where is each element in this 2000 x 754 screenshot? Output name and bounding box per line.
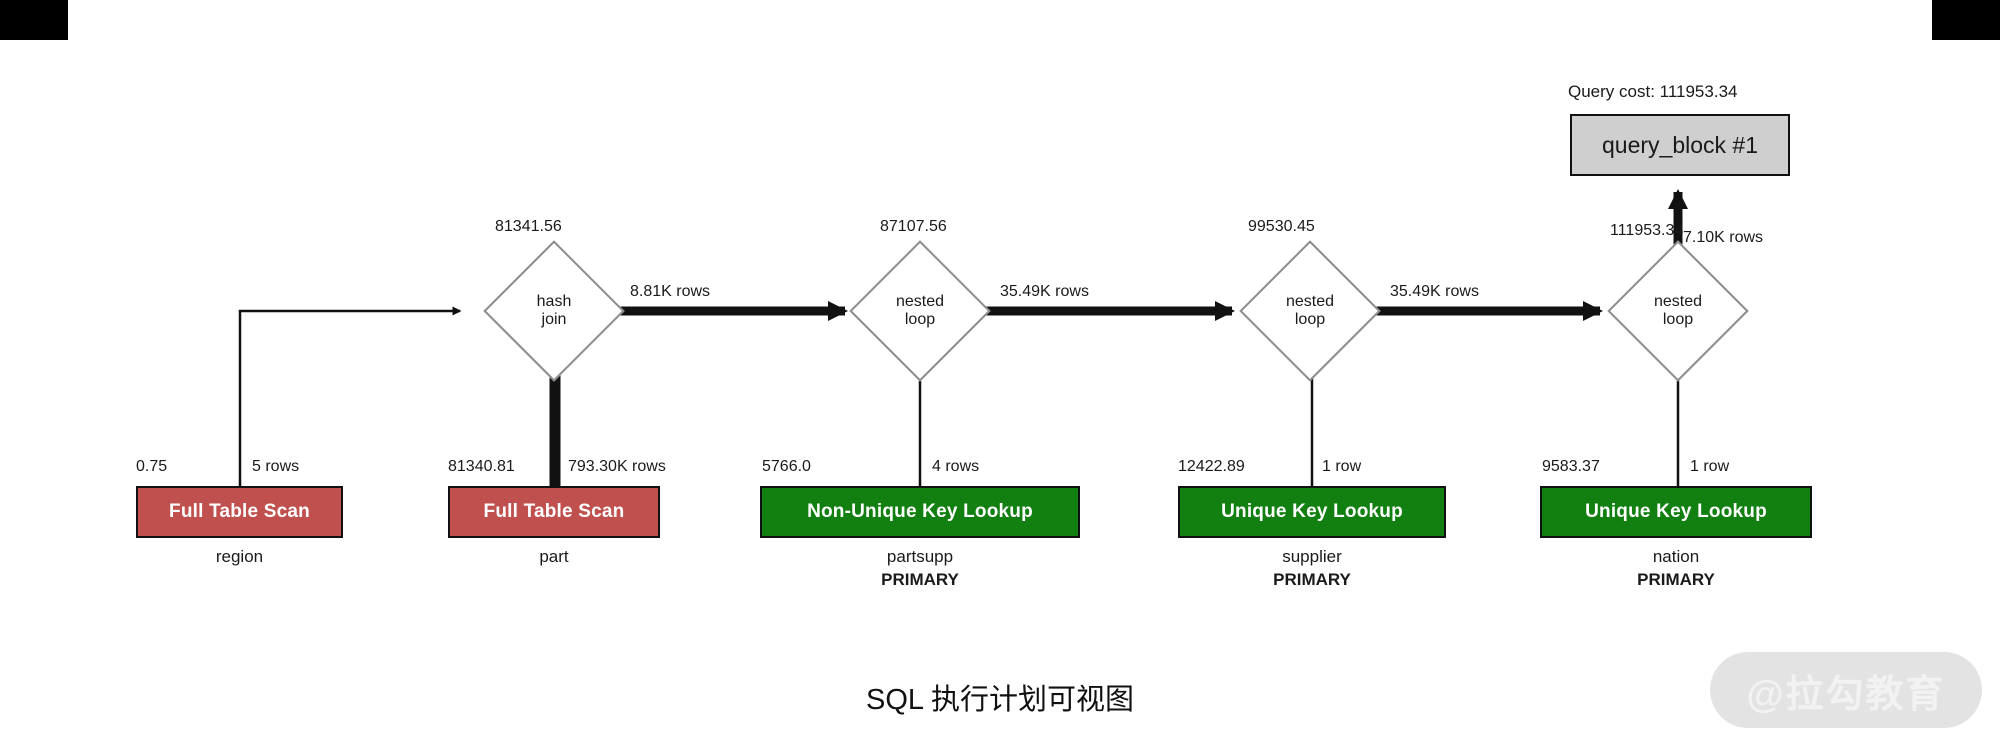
- operation-label: Unique Key Lookup: [1585, 501, 1767, 522]
- caption-partsupp: partsupp PRIMARY: [760, 546, 1080, 592]
- caption-supplier: supplier PRIMARY: [1178, 546, 1446, 592]
- join-label-line2: loop: [904, 311, 936, 328]
- operation-label: Non-Unique Key Lookup: [807, 501, 1033, 522]
- caption-region: region: [136, 546, 343, 569]
- query-cost-label: Query cost: 111953.34: [1568, 82, 1738, 101]
- index-name: PRIMARY: [881, 569, 959, 589]
- join-node-label: nested loop: [860, 251, 980, 371]
- cost-supplier: 12422.89: [1178, 458, 1245, 475]
- figure-caption: SQL 执行计划可视图: [865, 684, 1134, 716]
- operation-label: Full Table Scan: [169, 501, 310, 522]
- crop-bar-left: [0, 0, 68, 40]
- join-label-line2: join: [541, 311, 567, 328]
- cost-nation: 9583.37: [1542, 458, 1600, 475]
- table-access-supplier[interactable]: Unique Key Lookup: [1178, 486, 1446, 538]
- index-name: PRIMARY: [1637, 569, 1715, 589]
- operation-label: Full Table Scan: [483, 501, 625, 522]
- caption-nation: nation PRIMARY: [1540, 546, 1812, 592]
- join-label-line2: loop: [1294, 311, 1326, 328]
- cost-region: 0.75: [136, 458, 168, 475]
- table-name: part: [539, 547, 569, 566]
- edge-label-hash-join-out: 8.81K rows: [630, 283, 711, 300]
- edge-label-region-rows: 5 rows: [252, 458, 300, 475]
- watermark: @拉勾教育: [1710, 652, 1982, 728]
- edge-label-partsupp-rows: 4 rows: [932, 458, 980, 475]
- query-block-node[interactable]: query_block #1: [1570, 114, 1790, 176]
- table-name: region: [215, 547, 264, 566]
- join-label-line1: nested: [1653, 292, 1703, 310]
- table-access-part[interactable]: Full Table Scan: [448, 486, 660, 538]
- table-name: supplier: [1282, 547, 1342, 566]
- cost-nested-loop-3: 111953.34: [1610, 222, 1684, 239]
- table-access-partsupp[interactable]: Non-Unique Key Lookup: [760, 486, 1080, 538]
- edge-label-nested-loop-1-out: 35.49K rows: [1000, 283, 1089, 300]
- query-block-label: query_block #1: [1602, 131, 1758, 158]
- join-node-label: hash join: [494, 251, 614, 371]
- operation-label: Unique Key Lookup: [1221, 501, 1403, 522]
- join-node-nested-loop-1[interactable]: nested loop: [849, 240, 991, 382]
- edge-label-nested-loop-3-out: 7.10K rows: [1683, 229, 1764, 246]
- caption-part: part: [448, 546, 660, 569]
- watermark-text: @拉勾教育: [1746, 673, 1946, 716]
- join-label-line1: hash: [536, 292, 572, 310]
- edge-label-nation-rows: 1 row: [1690, 458, 1730, 475]
- crop-bar-right: [1932, 0, 2000, 40]
- join-label-line1: nested: [1285, 292, 1335, 310]
- cost-nested-loop-1: 87107.56: [880, 218, 947, 235]
- table-access-region[interactable]: Full Table Scan: [136, 486, 343, 538]
- table-name: partsupp: [886, 547, 954, 566]
- edge-label-part-rows: 793.30K rows: [568, 458, 666, 475]
- index-name: PRIMARY: [1273, 569, 1351, 589]
- edge-label-supplier-rows: 1 row: [1322, 458, 1362, 475]
- cost-nested-loop-2: 99530.45: [1248, 218, 1315, 235]
- edge-label-nested-loop-2-out: 35.49K rows: [1390, 283, 1479, 300]
- table-name: nation: [1652, 547, 1700, 566]
- join-node-label: nested loop: [1618, 251, 1738, 371]
- join-node-nested-loop-2[interactable]: nested loop: [1239, 240, 1381, 382]
- join-node-hash-join[interactable]: hash join: [483, 240, 625, 382]
- table-access-nation[interactable]: Unique Key Lookup: [1540, 486, 1812, 538]
- join-label-line2: loop: [1662, 311, 1694, 328]
- cost-partsupp: 5766.0: [762, 458, 811, 475]
- cost-hash-join: 81341.56: [495, 218, 562, 235]
- join-node-nested-loop-3[interactable]: nested loop: [1607, 240, 1749, 382]
- cost-part: 81340.81: [448, 458, 515, 475]
- join-node-label: nested loop: [1250, 251, 1370, 371]
- join-label-line1: nested: [895, 292, 945, 310]
